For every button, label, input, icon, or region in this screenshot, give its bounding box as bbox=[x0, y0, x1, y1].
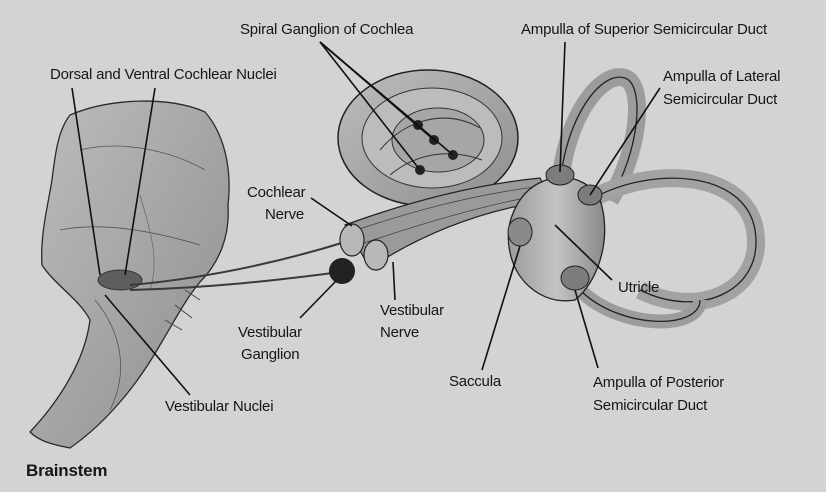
label-vestibular-nerve-line1: Vestibular bbox=[380, 302, 444, 319]
label-dorsal-ventral-nuclei: Dorsal and Ventral Cochlear Nuclei bbox=[50, 66, 277, 83]
nerve-bundle bbox=[339, 177, 553, 271]
label-cochlear-nerve-line2: Nerve bbox=[265, 206, 305, 223]
vestibular-ganglion-dot bbox=[329, 258, 355, 284]
brainstem-shape bbox=[29, 100, 230, 449]
diagram-title-brainstem: Brainstem bbox=[26, 461, 108, 480]
leader-lines bbox=[71, 41, 661, 396]
semicircular-canals bbox=[551, 68, 765, 329]
label-cochlear-nerve-line1: Cochlear bbox=[247, 184, 306, 201]
label-ampulla-posterior-line2: Semicircular Duct bbox=[593, 397, 708, 414]
label-ampulla-posterior-line1: Ampulla of Posterior bbox=[593, 374, 725, 391]
label-ampulla-superior: Ampulla of Superior Semicircular Duct bbox=[521, 21, 768, 38]
nerve-fibers bbox=[129, 241, 346, 291]
label-ampulla-lateral-line2: Semicircular Duct bbox=[663, 91, 778, 108]
label-spiral-ganglion: Spiral Ganglion of Cochlea bbox=[240, 21, 414, 38]
label-utricle: Utricle bbox=[618, 279, 660, 296]
label-vestibular-nerve-line2: Nerve bbox=[380, 324, 420, 341]
cochlea-shape bbox=[337, 69, 519, 207]
label-vestibular-ganglion-line2: Ganglion bbox=[241, 346, 300, 363]
vestibule-shape bbox=[507, 164, 606, 302]
label-vestibular-nuclei: Vestibular Nuclei bbox=[165, 398, 274, 415]
label-saccula: Saccula bbox=[449, 373, 501, 390]
label-vestibular-ganglion-line1: Vestibular bbox=[238, 324, 302, 341]
label-ampulla-lateral-line1: Ampulla of Lateral bbox=[663, 68, 781, 85]
